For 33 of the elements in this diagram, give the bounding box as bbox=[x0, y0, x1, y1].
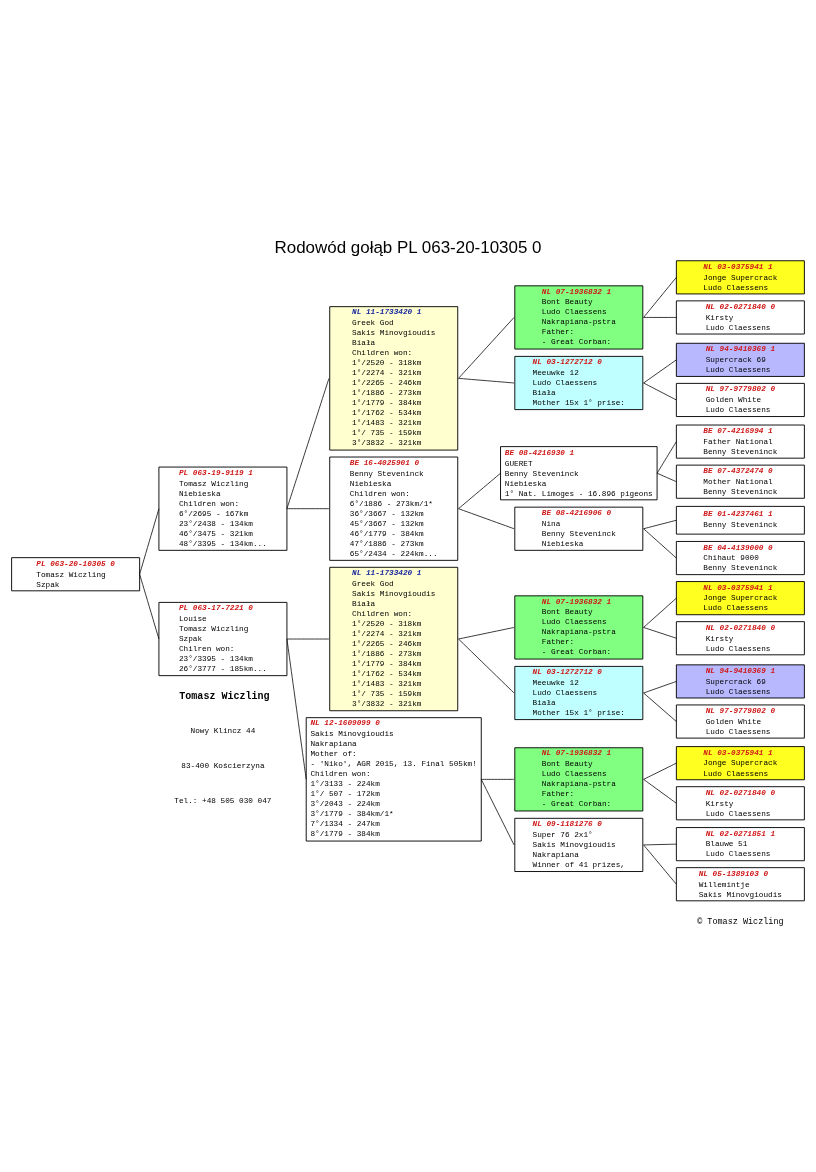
diagram-title: Rodowód gołąb PL 063-20-10305 0 bbox=[274, 237, 542, 257]
label: Tomasz Wiczling bbox=[179, 690, 270, 702]
connector bbox=[139, 508, 160, 575]
connector bbox=[480, 779, 515, 780]
connector bbox=[643, 317, 677, 318]
connector bbox=[286, 638, 307, 780]
connector bbox=[643, 779, 677, 804]
connector bbox=[480, 779, 515, 846]
connector bbox=[643, 359, 677, 384]
connector bbox=[643, 276, 677, 318]
connector bbox=[643, 382, 677, 401]
connector bbox=[286, 508, 330, 510]
connector bbox=[458, 472, 501, 510]
connector bbox=[139, 573, 160, 640]
connector bbox=[656, 472, 677, 483]
connector bbox=[286, 377, 330, 510]
label: © Tomasz Wiczling bbox=[697, 917, 784, 928]
connector bbox=[656, 441, 677, 474]
connector bbox=[643, 843, 677, 846]
connector bbox=[286, 638, 330, 640]
connector bbox=[458, 508, 515, 530]
connector bbox=[458, 638, 515, 694]
connector bbox=[643, 681, 677, 694]
connector bbox=[643, 519, 677, 530]
connector bbox=[458, 627, 515, 640]
connector bbox=[458, 377, 515, 384]
connector bbox=[643, 762, 677, 780]
connector bbox=[458, 317, 515, 379]
connector bbox=[643, 597, 677, 628]
connector bbox=[643, 844, 677, 885]
connector bbox=[643, 627, 677, 639]
connector bbox=[643, 692, 677, 722]
connector bbox=[643, 528, 677, 559]
